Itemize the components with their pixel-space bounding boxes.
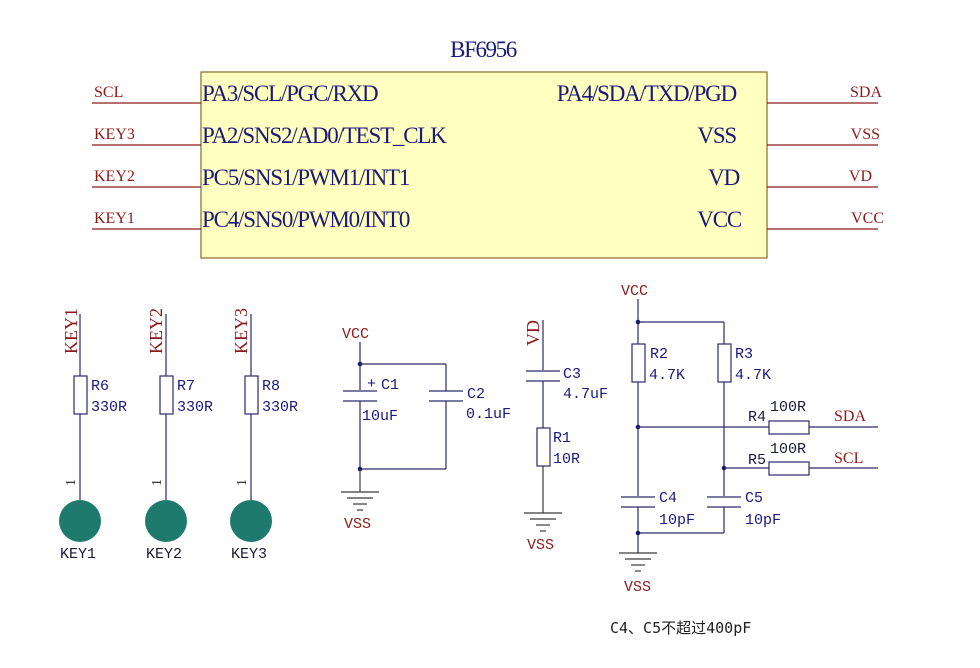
c3-value: 4.7uF [563, 386, 608, 403]
pin-pa2: PA2/SNS2/AD0/TEST_CLK [202, 123, 447, 148]
i2c-sda-label: SDA [834, 408, 866, 425]
r7-resistor [159, 375, 174, 415]
r7-value: 330R [177, 399, 213, 416]
c1-ref: C1 [381, 377, 399, 394]
c5-ref: C5 [745, 490, 763, 507]
key3-pin-number: 1 [235, 479, 250, 486]
net-label-key3-left: KEY3 [94, 126, 135, 143]
r4-value: 100R [770, 399, 806, 416]
r8-value: 330R [262, 399, 298, 416]
i2c-scl-label: SCL [834, 450, 863, 467]
r5-ref: R5 [748, 452, 766, 469]
r4-ref: R4 [748, 409, 766, 426]
c1-polarity: + [367, 376, 376, 393]
key3-net-label: KEY3 [231, 308, 251, 354]
r2-ref: R2 [650, 346, 668, 363]
key1-touch-pad [59, 500, 101, 542]
c2-ref: C2 [467, 386, 485, 403]
r1-resistor [536, 427, 551, 467]
r3-ref: R3 [735, 346, 753, 363]
pin-vss: VSS [697, 123, 736, 148]
i2c-circuit: VCC R2 4.7K R3 4.7K R4 100R SDA R5 100R … [619, 283, 878, 596]
key1-net-label: KEY1 [61, 308, 81, 354]
net-label-scl-left: SCL [94, 84, 123, 101]
key1-pad-label: KEY1 [60, 546, 96, 563]
i2c-vss-label: VSS [624, 579, 651, 596]
pin-pa4: PA4/SDA/TXD/PGD [557, 81, 737, 106]
r7-ref: R7 [177, 378, 195, 395]
r2-resistor [631, 343, 646, 383]
r8-resistor [244, 375, 259, 415]
key-circuit-3: KEY3 R8 330R 1 KEY3 [230, 308, 298, 563]
chip-body [200, 71, 768, 259]
decoupling-circuit: VCC + C1 10uF C2 0.1uF VSS [341, 326, 511, 533]
key1-pin-number: 1 [64, 479, 79, 486]
c4-ref: C4 [659, 490, 677, 507]
pin-pc4: PC4/SNS0/PWM0/INT0 [202, 207, 410, 232]
net-label-key1-left: KEY1 [94, 210, 135, 227]
chip-bf6956: BF6956 SCL KEY3 KEY2 KEY1 SDA VSS VD VCC… [92, 37, 884, 259]
key-circuit-1: KEY1 R6 330R 1 KEY1 [59, 308, 127, 563]
r2-value: 4.7K [649, 367, 685, 384]
decoupling-vss-label: VSS [344, 516, 371, 533]
r5-resistor [768, 461, 810, 476]
key-circuit-2: KEY2 R7 330R 1 KEY2 [145, 308, 213, 563]
vd-filter-circuit: VD C3 4.7uF R1 10R VSS [523, 320, 608, 554]
r6-ref: R6 [91, 378, 109, 395]
key2-pad-label: KEY2 [146, 546, 182, 563]
pin-pa3: PA3/SCL/PGC/RXD [202, 81, 378, 106]
r6-resistor [73, 375, 88, 415]
r4-resistor [768, 420, 810, 435]
key2-pin-number: 1 [150, 479, 165, 486]
vd-vss-label: VSS [527, 537, 554, 554]
r1-ref: R1 [553, 430, 571, 447]
net-label-vd-right: VD [849, 168, 872, 185]
key3-touch-pad [230, 500, 272, 542]
c4-value: 10pF [659, 512, 695, 529]
pin-vcc: VCC [697, 207, 742, 232]
c2-value: 0.1uF [466, 406, 511, 423]
net-label-sda-right: SDA [850, 84, 882, 101]
capacitor-note: C4、C5不超过400pF [610, 619, 751, 637]
c1-value: 10uF [362, 408, 398, 425]
r5-value: 100R [770, 441, 806, 458]
pin-pc5: PC5/SNS1/PWM1/INT1 [202, 165, 410, 190]
key2-touch-pad [145, 500, 187, 542]
net-label-vss-right: VSS [851, 126, 880, 143]
c5-value: 10pF [745, 512, 781, 529]
r8-ref: R8 [262, 378, 280, 395]
r3-resistor [717, 343, 732, 383]
net-label-vcc-right: VCC [851, 210, 884, 227]
vd-net-label: VD [523, 320, 543, 346]
i2c-vcc-label: VCC [621, 283, 648, 300]
r6-value: 330R [91, 399, 127, 416]
r3-value: 4.7K [735, 367, 771, 384]
net-label-key2-left: KEY2 [94, 168, 135, 185]
key2-net-label: KEY2 [146, 308, 166, 354]
r1-value: 10R [553, 451, 580, 468]
chip-name: BF6956 [450, 37, 517, 62]
key3-pad-label: KEY3 [231, 546, 267, 563]
c3-ref: C3 [563, 366, 581, 383]
pin-vd: VD [708, 165, 739, 190]
decoupling-vcc-label: VCC [342, 326, 369, 343]
